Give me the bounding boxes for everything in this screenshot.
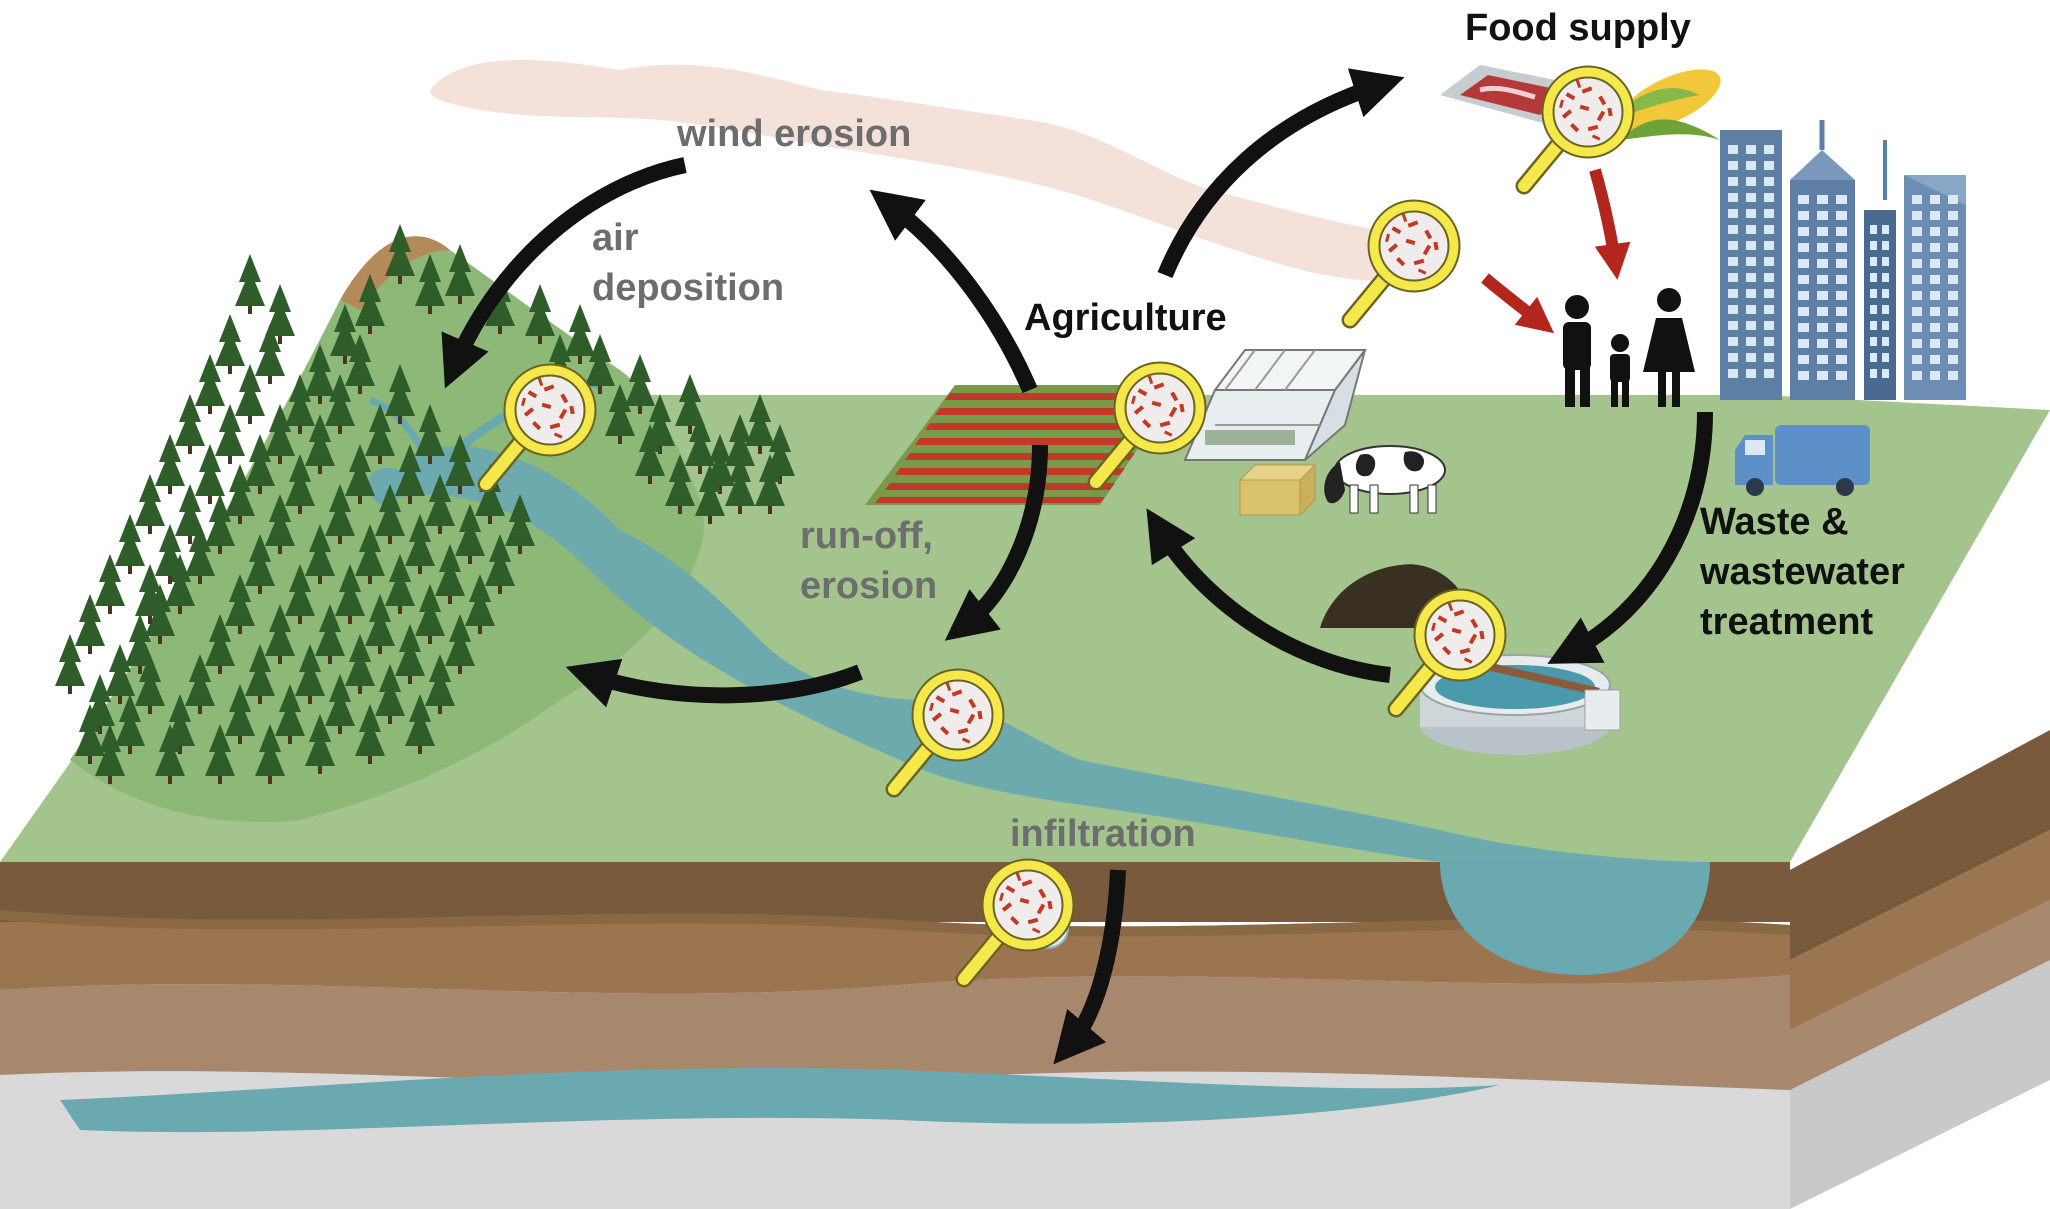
cow-icon: [1324, 445, 1446, 514]
tree-icon: [235, 254, 265, 314]
river-to-forest-arrow: [565, 658, 863, 708]
mid-soil-layer: [0, 913, 1790, 994]
waste-label-line2: wastewater: [1699, 551, 1905, 593]
runoff-arrow: [944, 444, 1048, 641]
hay-bale-icon: [1238, 463, 1317, 517]
city-buildings-icon: [1720, 120, 1966, 400]
waste-label-line3: treatment: [1700, 601, 1873, 643]
garbage-truck-icon: [1735, 425, 1870, 496]
agriculture-to-food-arrow: [1157, 68, 1405, 279]
waste-label-line1: Waste &: [1700, 501, 1849, 543]
runoff-label-line2: erosion: [800, 565, 937, 607]
wind-erosion-arrow: [869, 189, 1038, 394]
groundwater-aquifer: [60, 1067, 1500, 1133]
runoff-label-line1: run-off,: [800, 515, 933, 557]
wind-erosion-label: wind erosion: [676, 113, 911, 155]
air-deposition-label-line1: air: [592, 217, 639, 259]
human-exposure-arrows: [1481, 168, 1631, 334]
waste-to-agriculture-arrow: [1146, 508, 1391, 683]
greenhouse-icon: [1183, 349, 1367, 461]
tree-icon: [565, 304, 595, 364]
deep-soil-layer: [0, 975, 1790, 1090]
labels: Food supply wind erosion air deposition …: [592, 7, 1905, 855]
people-icon: [1563, 288, 1695, 407]
food-supply-label: Food supply: [1465, 7, 1691, 49]
flow-arrows: [441, 68, 1713, 1065]
food-to-people-arrow: [1589, 168, 1631, 280]
tree-icon: [215, 314, 245, 374]
air-deposition-arrow: [441, 157, 687, 389]
ground-block: [0, 395, 2050, 1209]
air-deposition-label-line2: deposition: [592, 267, 784, 309]
infiltration-label: infiltration: [1010, 813, 1196, 855]
dust-cloud: [430, 60, 1422, 281]
river: [380, 446, 1700, 862]
city-to-waste-arrow: [1547, 411, 1713, 664]
river-basin: [1440, 862, 1710, 975]
air-to-people-arrow: [1481, 273, 1555, 334]
wastewater-tank-icon: [1419, 654, 1621, 755]
agriculture-label: Agriculture: [1024, 297, 1227, 339]
infiltration-arrow: [1053, 869, 1126, 1065]
